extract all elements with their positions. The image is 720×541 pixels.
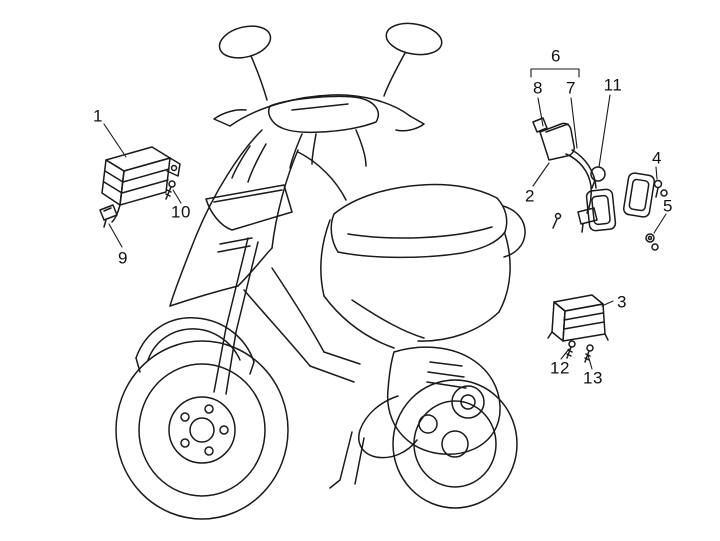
seat-and-body <box>297 151 526 349</box>
floorboard <box>243 267 361 383</box>
callout-label-11: 11 <box>603 75 623 95</box>
leader-7 <box>570 97 578 149</box>
callout-label-13: 13 <box>583 368 603 388</box>
leader-4 <box>655 166 658 180</box>
bracket-6 <box>530 68 580 78</box>
leader-9 <box>108 223 123 248</box>
callout-label-8: 8 <box>533 78 543 98</box>
leader-1 <box>103 123 127 158</box>
clip-part-9 <box>99 204 118 228</box>
callout-label-3: 3 <box>617 292 627 312</box>
spark-plug-cap-part <box>532 117 575 161</box>
leader-lines <box>103 68 667 370</box>
regulator-part-1 <box>101 146 181 223</box>
callout-label-4: 4 <box>652 148 662 168</box>
leader-13 <box>587 354 593 370</box>
rear-wheel-and-engine <box>329 346 518 509</box>
front-wheel <box>115 340 289 520</box>
right-mirror <box>383 22 443 97</box>
scooter-drawing <box>115 22 526 520</box>
callout-label-5: 5 <box>663 196 673 216</box>
leader-12 <box>560 348 570 360</box>
mount-plate-part-4 <box>622 172 668 218</box>
leader-11 <box>598 94 611 168</box>
screw-part-13 <box>584 344 594 363</box>
ht-cable-part-7 <box>552 149 598 233</box>
handlebar <box>213 94 425 169</box>
regulator-part-3 <box>547 294 609 342</box>
leader-10 <box>172 189 182 204</box>
front-shield <box>169 129 299 307</box>
mount-plate-left <box>585 188 617 232</box>
callout-label-9: 9 <box>118 248 128 268</box>
screw-part-10 <box>165 180 176 200</box>
leader-2 <box>532 162 550 187</box>
callout-label-10: 10 <box>171 202 191 222</box>
leader-5 <box>653 213 667 234</box>
front-fender <box>135 237 259 395</box>
screw-part-12 <box>566 340 576 359</box>
callout-label-2: 2 <box>525 186 535 206</box>
leader-3 <box>601 300 614 307</box>
callout-label-7: 7 <box>566 78 576 98</box>
callout-label-6: 6 <box>551 46 561 66</box>
left-mirror <box>218 25 272 101</box>
leader-8 <box>537 97 544 127</box>
callout-label-1: 1 <box>93 106 103 126</box>
washers-part-5 <box>645 233 659 251</box>
callout-label-12: 12 <box>550 358 570 378</box>
clamp-part-11 <box>590 166 606 189</box>
